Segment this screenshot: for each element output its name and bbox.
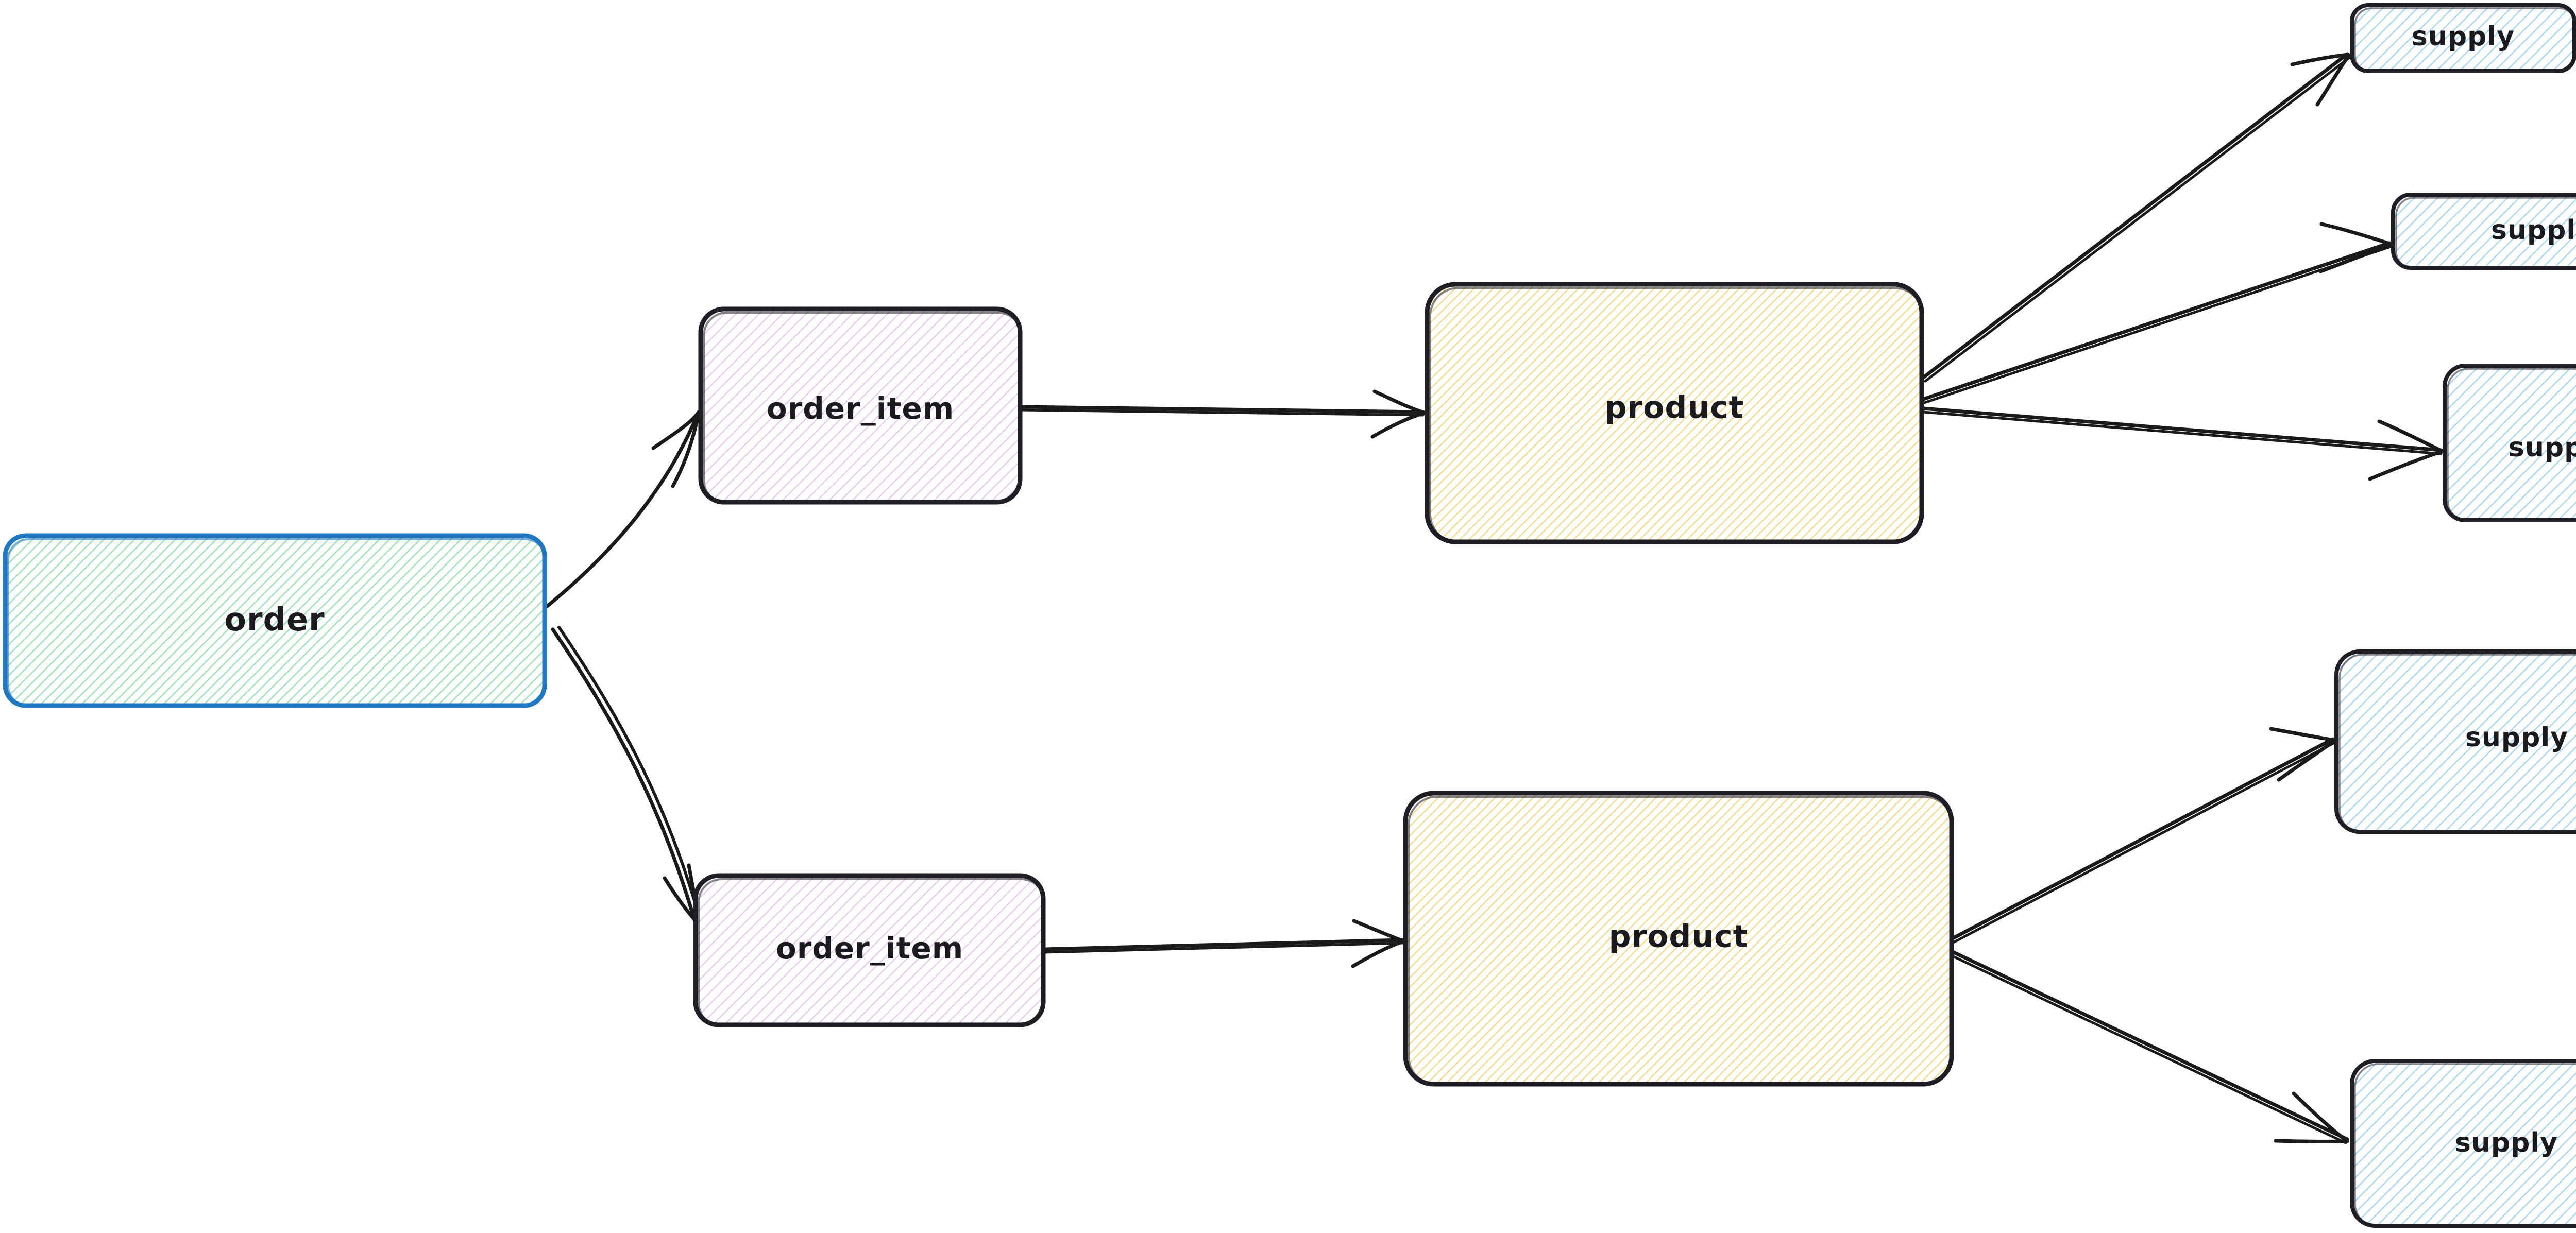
nodes-layer: order order_item order_item [3,3,2576,1228]
node-supply-1-label: supply [2412,21,2515,52]
node-order-item-top-label: order_item [767,391,954,426]
edge-product-top-to-supply-2 [1921,222,2392,404]
edges-layer [545,52,2443,1144]
edge-product-top-to-supply-3 [1921,406,2443,481]
edge-order-item-top-to-product-top [1019,389,1426,439]
node-product-top-label: product [1605,390,1744,426]
node-product-bottom[interactable]: product [1403,791,1954,1087]
edge-order-to-order-item-top [545,410,701,608]
edge-product-bottom-to-supply-5 [1950,950,2349,1144]
node-order[interactable]: order [3,533,547,708]
node-supply-5[interactable]: supply [2350,1059,2576,1228]
node-supply-4[interactable]: supply [2334,649,2576,834]
node-supply-2[interactable]: supply [2391,193,2576,270]
node-supply-2-label: supply [2491,215,2576,246]
edge-product-bottom-to-supply-4 [1951,727,2336,944]
node-supply-3[interactable]: supply [2443,364,2576,522]
node-product-top[interactable]: product [1425,282,1924,544]
node-order-item-top[interactable]: order_item [698,306,1023,505]
node-supply-4-label: supply [2465,722,2568,753]
edge-order-to-order-item-bottom [551,626,702,927]
node-supply-1[interactable]: supply [2350,3,2576,73]
node-supply-3-label: supply [2509,432,2576,463]
node-order-label: order [224,601,325,638]
node-supply-5-label: supply [2455,1127,2558,1158]
node-order-item-bottom-label: order_item [776,931,963,966]
edge-order-item-bottom-to-product-bottom [1043,919,1405,968]
node-order-item-bottom[interactable]: order_item [693,873,1046,1028]
edge-product-top-to-supply-1 [1921,52,2351,383]
node-product-bottom-label: product [1609,919,1749,955]
